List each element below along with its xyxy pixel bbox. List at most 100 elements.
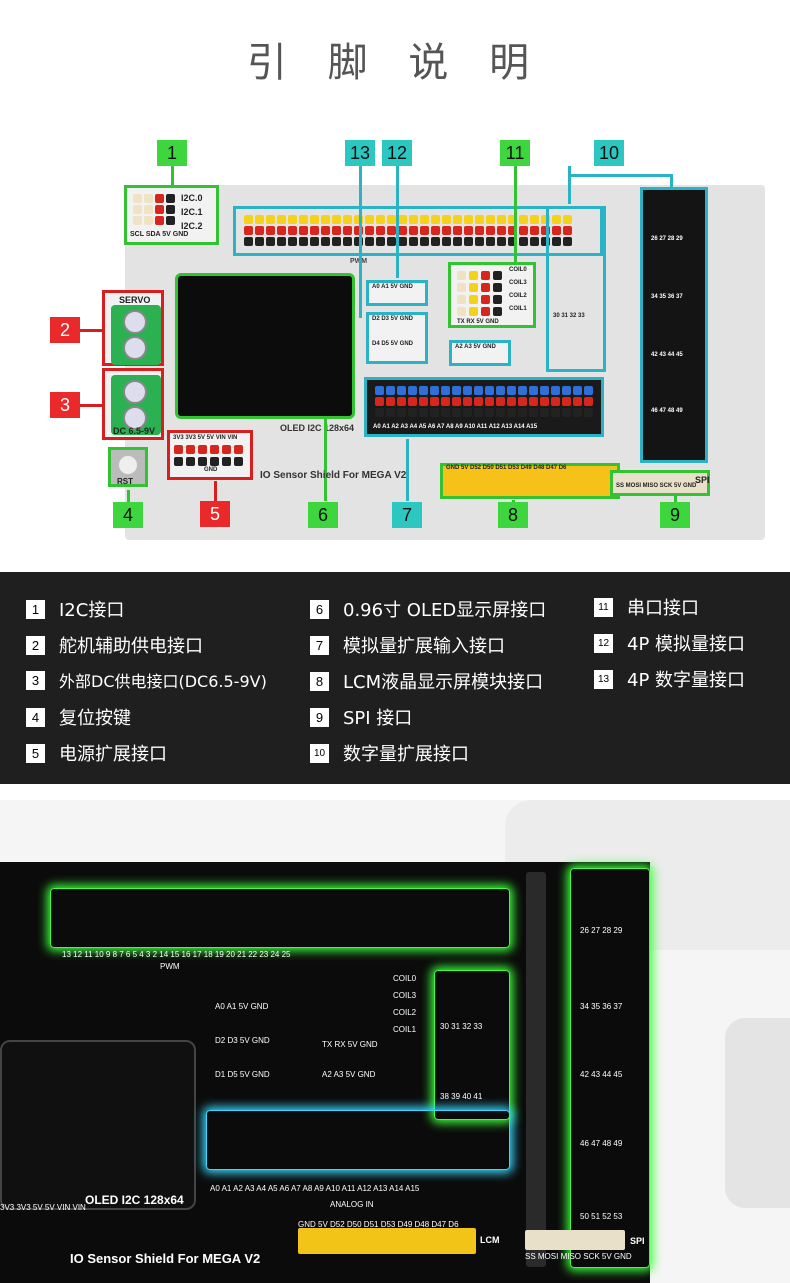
serial-header: COIL0 COIL3 COIL2 COIL1 TX RX 5V GND [448,262,536,328]
callout-8: 8 [498,502,528,528]
servo-power-block: SERVO Pwr [102,290,164,366]
legend-item-13: 13 4P 数字量接口 [594,666,745,692]
zoom-lcm-header [298,1228,476,1254]
coil0-label: COIL0 [509,267,527,273]
legend-num: 10 [310,743,329,763]
d23-label: D2 D3 5V GND [372,316,414,322]
zoom-d23-label: D2 D3 5V GND [215,1036,270,1045]
page-title: 引 脚 说 明 [246,40,544,86]
serial-pin-labels: TX RX 5V GND [457,319,499,325]
legend-text: 数字量扩展接口 [343,744,469,765]
callout-12: 12 [382,140,412,166]
leader-10c [568,174,571,204]
leader-4 [127,490,130,502]
legend-num: 2 [26,635,45,655]
digital-4p-block: D2 D3 5V GND D4 D5 5V GND [366,312,428,364]
legend-text: 串口接口 [627,598,699,619]
leader-6 [324,419,327,501]
right-nums-3: 42 43 44 45 [651,352,683,358]
d45-label: D4 D5 5V GND [372,341,414,347]
leader-13 [359,166,362,318]
i2c-pins [133,194,175,225]
legend-text: 电源扩展接口 [59,744,167,765]
a01-label: A0 A1 5V GND [372,284,413,290]
zoom-a23-label: A2 A3 5V GND [322,1070,376,1079]
digital-mid-header: 30 31 32 33 [546,206,606,372]
background-card [725,1018,790,1208]
mid-nums-1: 30 31 32 33 [553,313,585,319]
legend-num: 13 [594,669,613,689]
shield-label: IO Sensor Shield For MEGA V2 [260,470,407,481]
digital-right-header: 26 27 28 29 34 35 36 37 42 43 44 45 46 4… [640,187,708,463]
coil2-label: COIL2 [509,293,527,299]
zoom-serial-labels: TX RX 5V GND [322,1040,378,1049]
power-pins [174,445,243,466]
zoom-top-nums: 13 12 11 10 9 8 7 6 5 4 3 2 14 15 16 17 … [62,950,291,959]
analog-4p-a2a3: A2 A3 5V GND [449,340,511,366]
analog-pins [375,386,593,417]
zoom-a01-label: A0 A1 5V GND [215,1002,269,1011]
legend-num: 11 [594,597,613,617]
spi-label: SPI [695,475,710,485]
power-expansion-header: 3V3 3V3 5V 5V VIN VIN GND [167,430,253,480]
digital-top-pins [244,215,572,246]
servo-terminal [111,305,161,365]
callout-5: 5 [200,501,230,527]
callout-4: 4 [113,502,143,528]
legend-text: 外部DC供电接口(DC6.5-9V) [59,672,267,691]
leader-2 [80,329,102,332]
zoom-coil3: COIL3 [393,991,417,1000]
zoom-digital-right [570,868,650,1268]
i2c-pin-labels: SCL SDA 5V GND [130,231,189,238]
top-board-diagram: 1 I2C.0 I2C.1 I2C.2 SCL SDA 5V GND 2 SER… [40,140,765,550]
callout-7: 7 [392,502,422,528]
legend-num: 7 [310,635,329,655]
leader-1 [171,166,174,186]
legend-text: 4P 数字量接口 [627,670,746,691]
zoom-digital-mid [434,970,510,1120]
leader-7 [406,439,409,501]
callout-1: 1 [157,140,187,166]
zoom-right-nums-4: 46 47 48 49 [580,1139,623,1148]
right-nums-4: 46 47 48 49 [651,408,683,414]
dc-power-block: DC 6.5-9V [102,368,164,440]
zoom-pwm-label: PWM [160,962,180,971]
zoom-oled-label: OLED I2C 128x64 [85,1193,184,1207]
oled-label: OLED I2C 128x64 [280,423,355,433]
legend-num: 9 [310,707,329,727]
leader-10a [568,166,571,176]
legend-text: 模拟量扩展输入接口 [343,636,505,657]
zoom-lcm-label: LCM [480,1235,500,1245]
zoom-coil0: COIL0 [393,974,417,983]
a23-label: A2 A3 5V GND [455,344,496,350]
legend-text: 舵机辅助供电接口 [59,636,203,657]
zoom-shield-label: IO Sensor Shield For MEGA V2 [70,1251,261,1266]
reset-button-graphic: RST [108,447,148,487]
oled-area [175,273,355,419]
dc-terminal [111,375,161,435]
leader-12 [396,166,399,278]
zoom-right-nums-3: 42 43 44 45 [580,1070,623,1079]
analog-nums: A0 A1 A2 A3 A4 A5 A6 A7 A8 A9 A10 A11 A1… [373,424,538,430]
legend-item-7: 7 模拟量扩展输入接口 [310,632,505,658]
callout-3: 3 [50,392,80,418]
zoom-digital-top [50,888,510,948]
power-pin-labels: 3V3 3V3 5V 5V VIN VIN [173,435,238,441]
zoom-oled-area [0,1040,196,1210]
legend-text: 0.96寸 OLED显示屏接口 [343,600,547,621]
rst-label: RST [117,477,133,486]
i2c-header: I2C.0 I2C.1 I2C.2 SCL SDA 5V GND [124,185,219,245]
serial-pins [457,271,502,316]
zoom-right-nums-1: 26 27 28 29 [580,926,623,935]
pwm-label: PWM [350,258,367,265]
legend-text: 复位按键 [59,708,131,729]
legend-text: LCM液晶显示屏模块接口 [343,672,544,693]
right-nums-2: 34 35 36 37 [651,294,683,300]
zoom-coil1: COIL1 [393,1025,417,1034]
legend-num: 12 [594,633,613,653]
zoom-spi-label: SPI [630,1236,645,1246]
